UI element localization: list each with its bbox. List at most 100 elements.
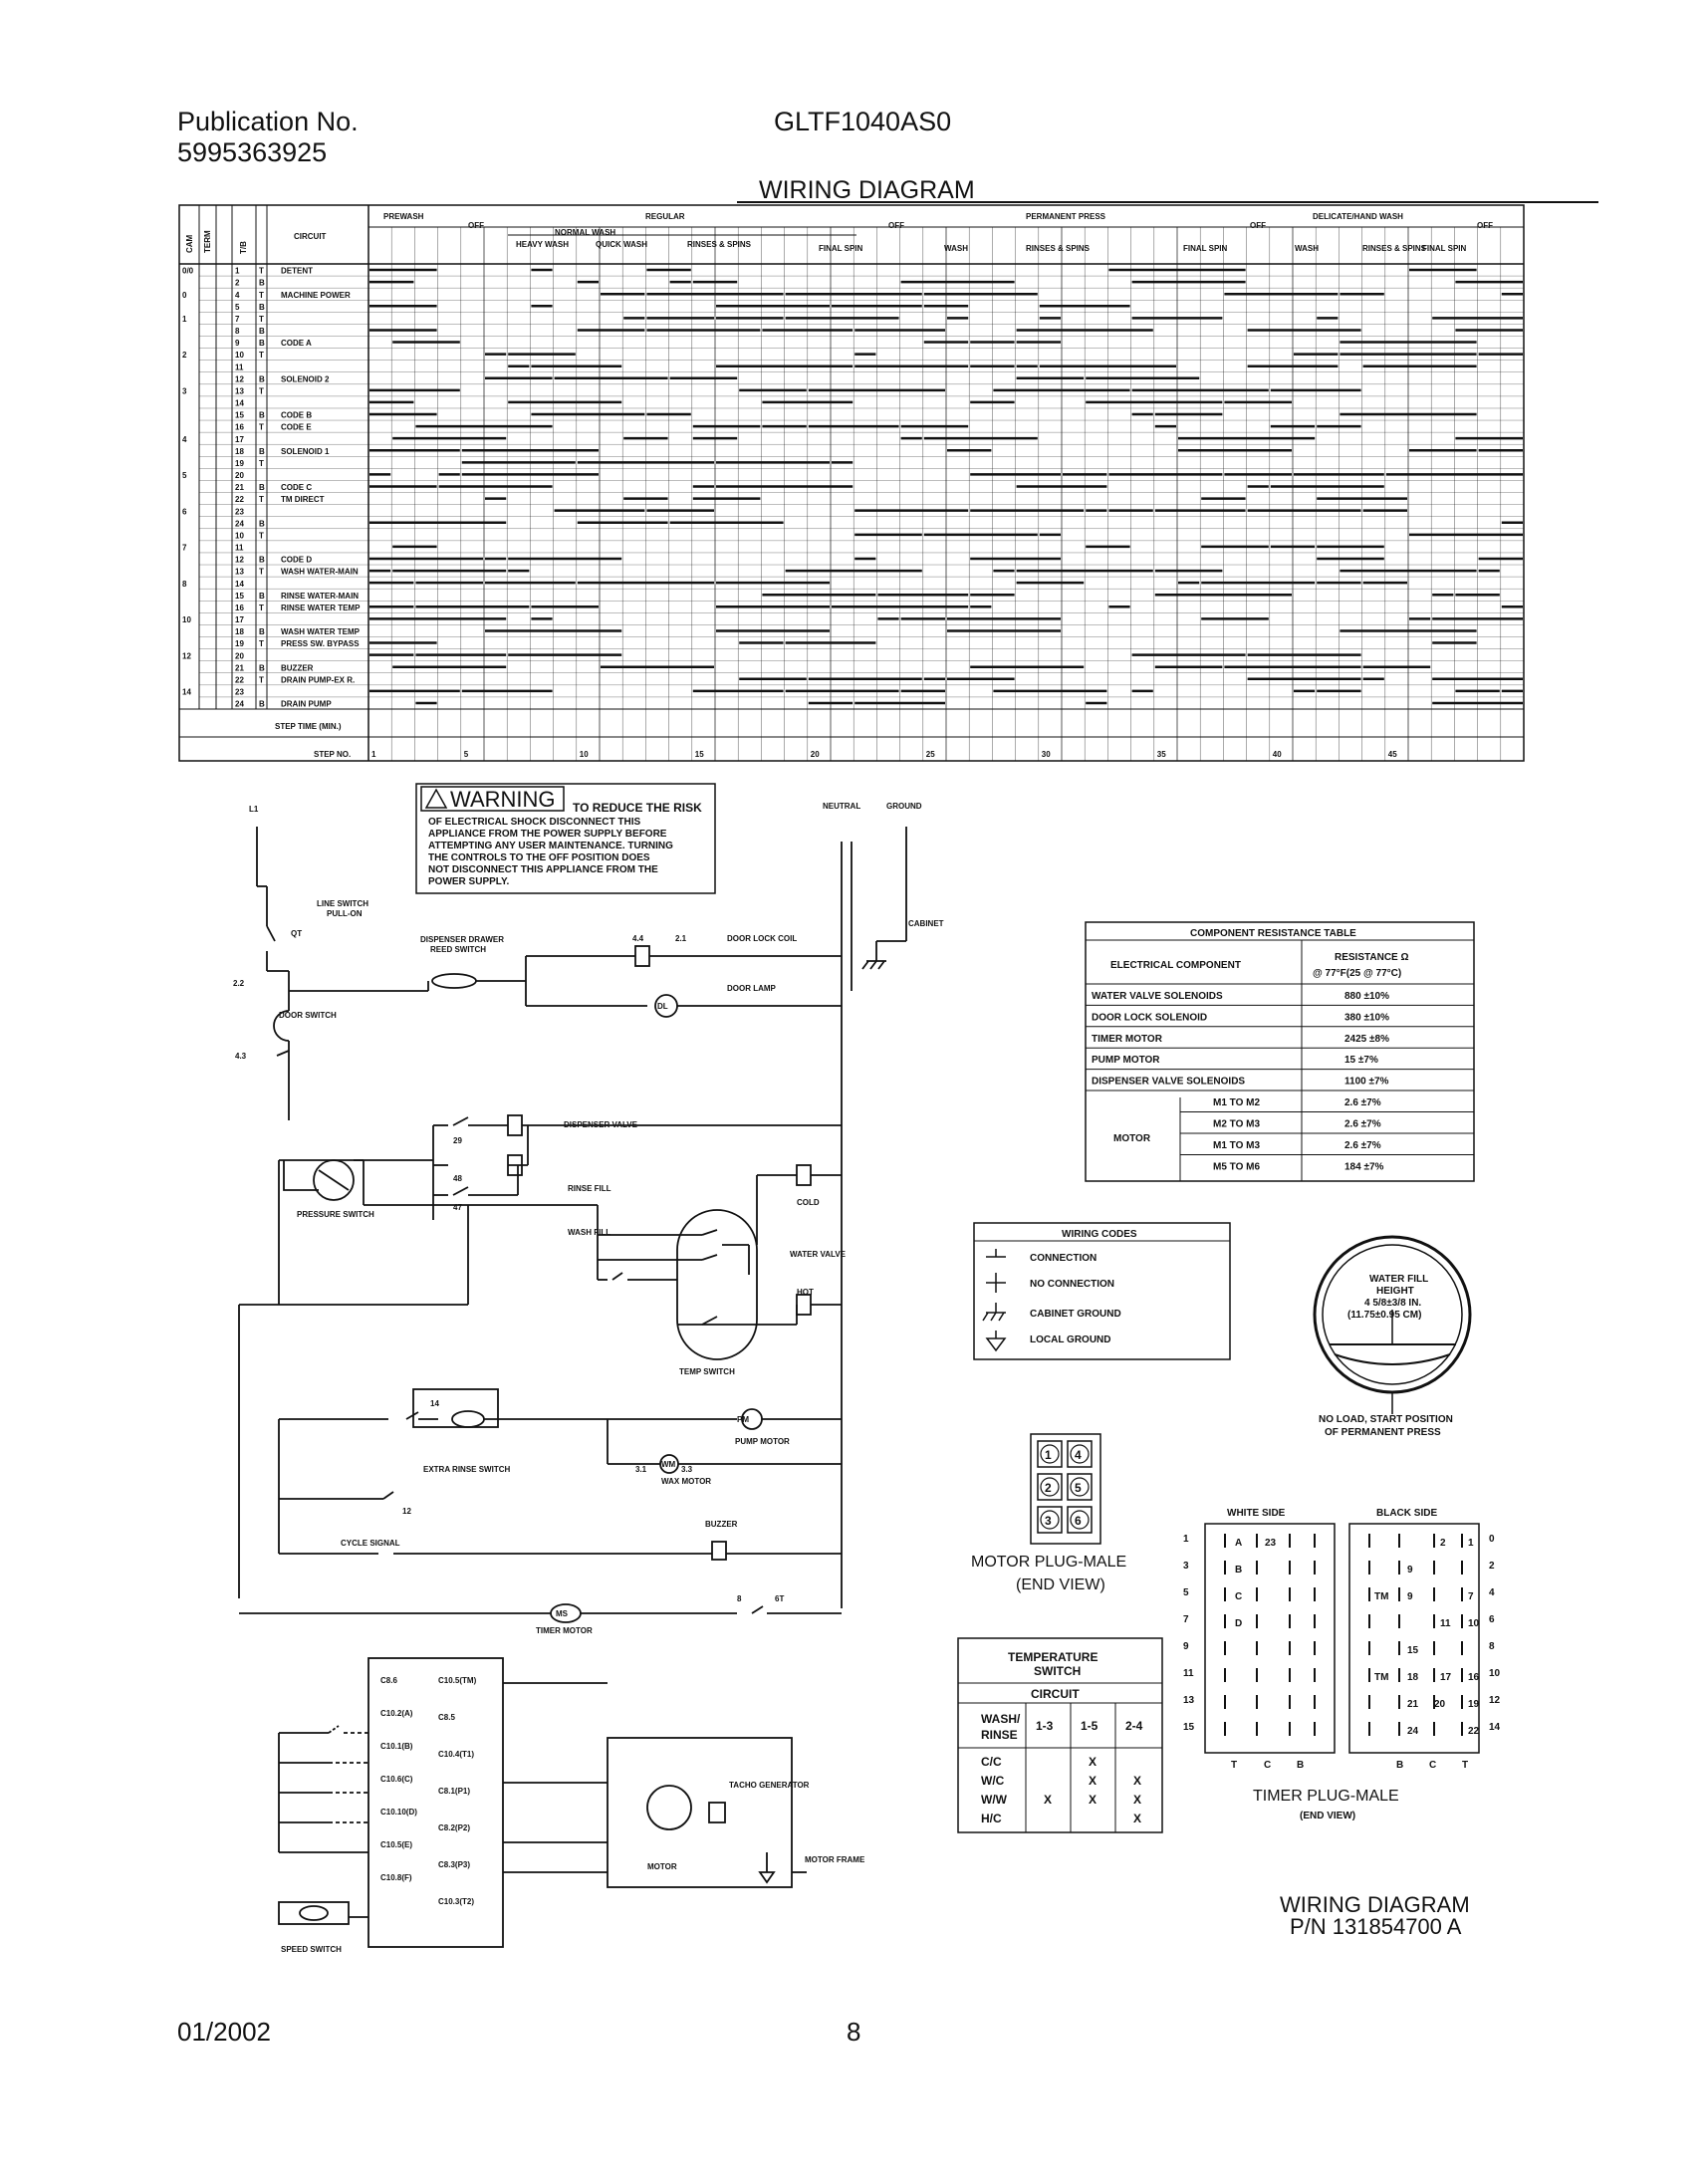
term-6: 9 [235,339,240,348]
timer-plug-right-12: 12 [1489,1695,1501,1706]
group-delicate: DELICATE/HAND WASH [1313,212,1403,221]
step-number-10: 10 [580,750,589,759]
circuit-28: RINSE WATER TEMP [281,604,361,612]
water-fill-line-2: HEIGHT [1376,1286,1414,1297]
label-rinse-fill: RINSE FILL [568,1184,611,1193]
step-number-1: 1 [371,750,376,759]
circuit-30: WASH WATER TEMP [281,627,361,636]
tb-0: T [259,267,264,276]
cam-2: 0 [182,291,187,300]
motor-pin-1: 1 [1045,1448,1052,1462]
tb-31: T [259,639,264,648]
controller-right-5: C8.3(P3) [438,1860,470,1869]
term-22: 10 [235,531,244,540]
term-8: 11 [235,363,244,371]
cam-26: 8 [182,580,187,589]
cam-35: 14 [182,688,191,697]
term-26: 14 [235,580,244,589]
temp-mark-2-1: X [1089,1793,1097,1807]
timer-black-bottom-1: C [1429,1760,1436,1771]
group-off-4: OFF [1477,221,1493,230]
tb-4: T [259,315,264,324]
resistance-col-value-1: RESISTANCE Ω [1335,952,1409,963]
cam-14: 4 [182,435,187,444]
label-term-2-1: 2.1 [675,934,687,943]
cam-23: 7 [182,544,187,553]
term-12: 15 [235,411,244,420]
warning-line-4: ATTEMPTING ANY USER MAINTENANCE. TURNING [428,841,673,851]
timer-plug-left-5: 5 [1183,1587,1189,1598]
tb-18: B [259,483,265,492]
term-24: 12 [235,556,244,565]
diagram-id-line-2: P/N 131854700 A [1290,1914,1462,1939]
timer-white-bottom-1: C [1264,1760,1271,1771]
timer-white-mark-2: B [1235,1565,1242,1576]
label-timer-motor: TIMER MOTOR [536,1626,593,1635]
label-term-2-2: 2.2 [233,979,245,988]
term-34: 22 [235,675,244,684]
tb-34: T [259,675,264,684]
term-30: 18 [235,627,244,636]
circuit-13: CODE E [281,423,312,432]
temp-table-wash: WASH/ [981,1712,1021,1726]
resistance-component-1: DOOR LOCK SOLENOID [1092,1012,1207,1023]
term-25: 13 [235,568,244,577]
term-14: 17 [235,435,244,444]
warning-line-2: OF ELECTRICAL SHOCK DISCONNECT THIS [428,817,640,828]
temp-row-0: C/C [981,1755,1002,1769]
group-permanent-press: PERMANENT PRESS [1026,212,1106,221]
tb-2: T [259,291,264,300]
timer-plug-male: WHITE SIDE BLACK SIDE 135791113150246810… [1183,1508,1501,1821]
cam-29: 10 [182,615,191,624]
resistance-value-0: 880 ±10% [1344,991,1389,1002]
timer-white-mark-0: A [1235,1538,1242,1549]
wiring-codes-title: WIRING CODES [1062,1229,1137,1240]
water-fill-diagram: WATER FILL HEIGHT 4 5/8±3/8 IN. (11.75±0… [1313,1235,1472,1438]
temp-table-title-2: SWITCH [1034,1664,1081,1678]
timer-white-bottom-0: T [1231,1760,1237,1771]
warning-line-1: TO REDUCE THE RISK [573,801,702,815]
diagram-title: WIRING DIAGRAM [759,176,975,204]
motor-pin-4: 4 [1075,1448,1082,1462]
controller-left-2: C10.1(B) [380,1742,413,1751]
label-cabinet: CABINET [908,919,944,928]
tb-13: T [259,423,264,432]
step-number-35: 35 [1157,750,1166,759]
label-ground: GROUND [886,802,922,811]
temp-mark-3-2: X [1133,1812,1141,1825]
water-fill-line-4: (11.75±0.95 CM) [1347,1310,1421,1321]
warning-line-6: NOT DISCONNECT THIS APPLIANCE FROM THE [428,864,658,875]
controller-left-3: C10.6(C) [380,1775,413,1784]
timer-plug-white-side: WHITE SIDE [1227,1508,1286,1519]
tb-12: B [259,411,265,420]
circuit-12: CODE B [281,411,312,420]
tb-22: T [259,531,264,540]
label-term-4-4: 4.4 [632,934,644,943]
warning-line-7: POWER SUPPLY. [428,876,510,887]
tb-7: T [259,351,264,360]
timer-black-mark-3: TM [1374,1591,1388,1602]
temp-table-title-1: TEMPERATURE [1008,1650,1098,1664]
publication-label: Publication No. [177,107,359,136]
label-dispenser-valve: DISPENSER VALVE [564,1120,638,1129]
tb-21: B [259,519,265,528]
timer-plug-left-11: 11 [1183,1668,1194,1679]
controller-left-0: C8.6 [380,1676,397,1685]
step-number-5: 5 [464,750,469,759]
timer-plug-right-4: 4 [1489,1587,1495,1598]
header-circuit: CIRCUIT [294,232,327,241]
water-fill-caption-1: NO LOAD, START POSITION [1319,1414,1453,1425]
tb-9: B [259,374,265,383]
sub-final-spin-3: FINAL SPIN [1422,244,1467,253]
temp-row-1: W/C [981,1774,1005,1788]
motor-value-3: 184 ±7% [1344,1162,1384,1173]
term-1: 2 [235,279,240,288]
timer-plug-title: TIMER PLUG-MALE [1253,1788,1399,1805]
sub-heavy-wash: HEAVY WASH [516,240,569,249]
tb-27: B [259,592,265,601]
label-tacho-generator: TACHO GENERATOR [729,1781,810,1790]
circuit-31: PRESS SW. BYPASS [281,639,360,648]
step-number-45: 45 [1388,750,1397,759]
sub-final-spin-2: FINAL SPIN [1183,244,1228,253]
